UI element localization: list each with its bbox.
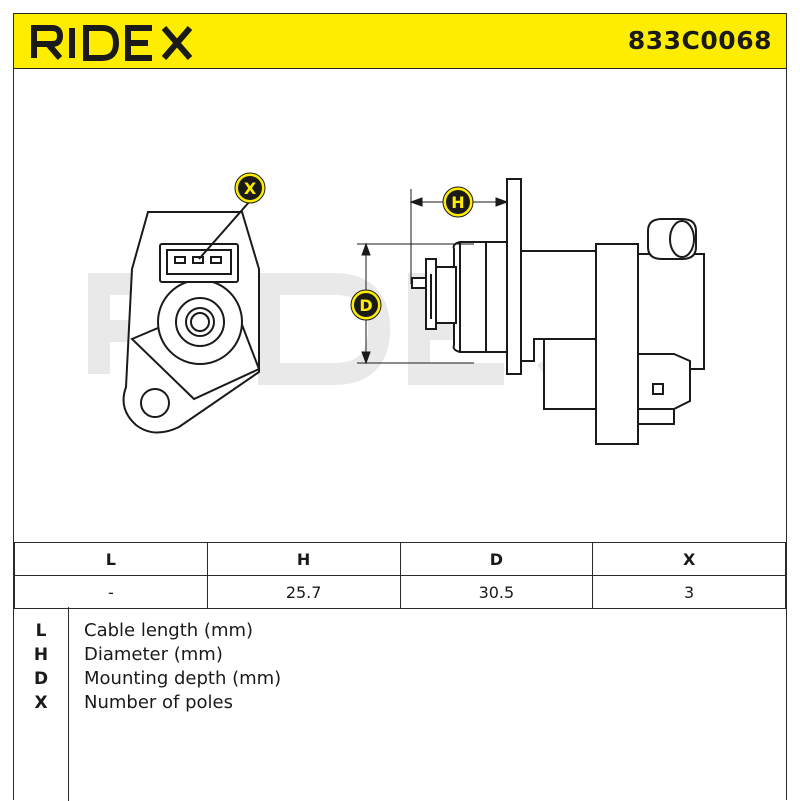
specs-value-row: - 25.7 30.5 3 <box>14 575 786 609</box>
legend-item: D Mounting depth (mm) <box>14 667 786 691</box>
legend-description: Diameter (mm) <box>84 644 223 665</box>
legend-item: L Cable length (mm) <box>14 619 786 643</box>
header-bar: 833C0068 <box>14 14 786 69</box>
value-x: 3 <box>592 575 786 609</box>
specs-header-row: L H D X <box>14 542 786 576</box>
dimension-d <box>357 242 474 365</box>
marker-h: H <box>442 186 474 218</box>
svg-text:D: D <box>359 296 372 315</box>
legend-description: Number of poles <box>84 692 233 713</box>
legend-description: Cable length (mm) <box>84 620 254 641</box>
brand-logo <box>31 25 193 61</box>
marker-x: X <box>234 172 266 204</box>
col-header-d: D <box>399 542 594 576</box>
col-header-h: H <box>206 542 401 576</box>
col-header-x: X <box>592 542 786 576</box>
col-header-l: L <box>14 542 208 576</box>
legend: L Cable length (mm) H Diameter (mm) D Mo… <box>14 607 786 801</box>
marker-d: D <box>350 289 382 321</box>
legend-key: X <box>34 693 48 713</box>
value-d: 30.5 <box>399 575 594 609</box>
sensor-front-view <box>122 211 261 434</box>
value-h: 25.7 <box>206 575 401 609</box>
legend-description: Mounting depth (mm) <box>84 668 282 689</box>
legend-key: D <box>33 669 49 689</box>
product-sheet: 833C0068 X <box>13 13 787 801</box>
specs-table: L H D X - 25.7 30.5 3 <box>14 542 786 609</box>
technical-drawing: X <box>88 172 705 445</box>
legend-item: X Number of poles <box>14 691 786 715</box>
svg-text:X: X <box>244 179 257 198</box>
legend-divider <box>68 607 69 801</box>
value-l: - <box>14 575 208 609</box>
part-number: 833C0068 <box>627 26 772 55</box>
legend-key: L <box>35 621 47 641</box>
sensor-side-view <box>411 178 705 445</box>
svg-text:H: H <box>451 193 464 212</box>
legend-key: H <box>33 645 49 665</box>
legend-item: H Diameter (mm) <box>14 643 786 667</box>
